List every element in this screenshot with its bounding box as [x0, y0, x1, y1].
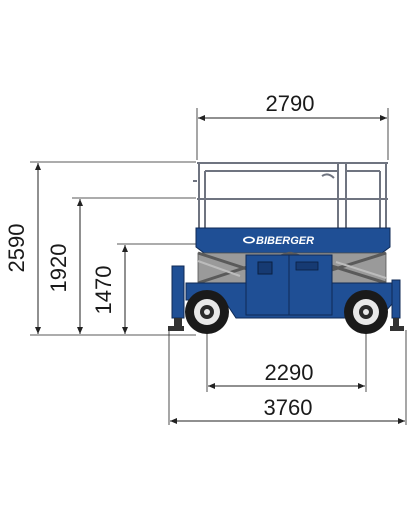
dim-wheelbase: 2290 [208, 360, 365, 389]
front-wheel [185, 290, 229, 334]
dim-overall-height: 2590 [4, 163, 41, 334]
brand-label: BIBERGER [256, 235, 314, 247]
dim-deck-height: 1470 [91, 245, 128, 334]
scissor-lift: BIBERGER [168, 162, 404, 334]
overall-length-label: 3760 [264, 395, 313, 420]
control-box [257, 261, 273, 275]
deck-height-label: 1470 [91, 266, 116, 315]
dim-overall-length: 3760 [170, 395, 405, 424]
outrigger-left [168, 265, 185, 331]
wheelbase-label: 2290 [265, 360, 314, 385]
guardrail-height-label: 1920 [46, 244, 71, 293]
platform-length-label: 2790 [266, 91, 315, 116]
guardrail [197, 162, 388, 228]
dim-guardrail-height: 1920 [46, 199, 83, 334]
dim-platform-length: 2790 [198, 91, 387, 121]
overall-height-label: 2590 [4, 224, 29, 273]
outrigger-right [390, 279, 404, 331]
extension-lines [30, 108, 407, 425]
rear-wheel [344, 290, 388, 334]
